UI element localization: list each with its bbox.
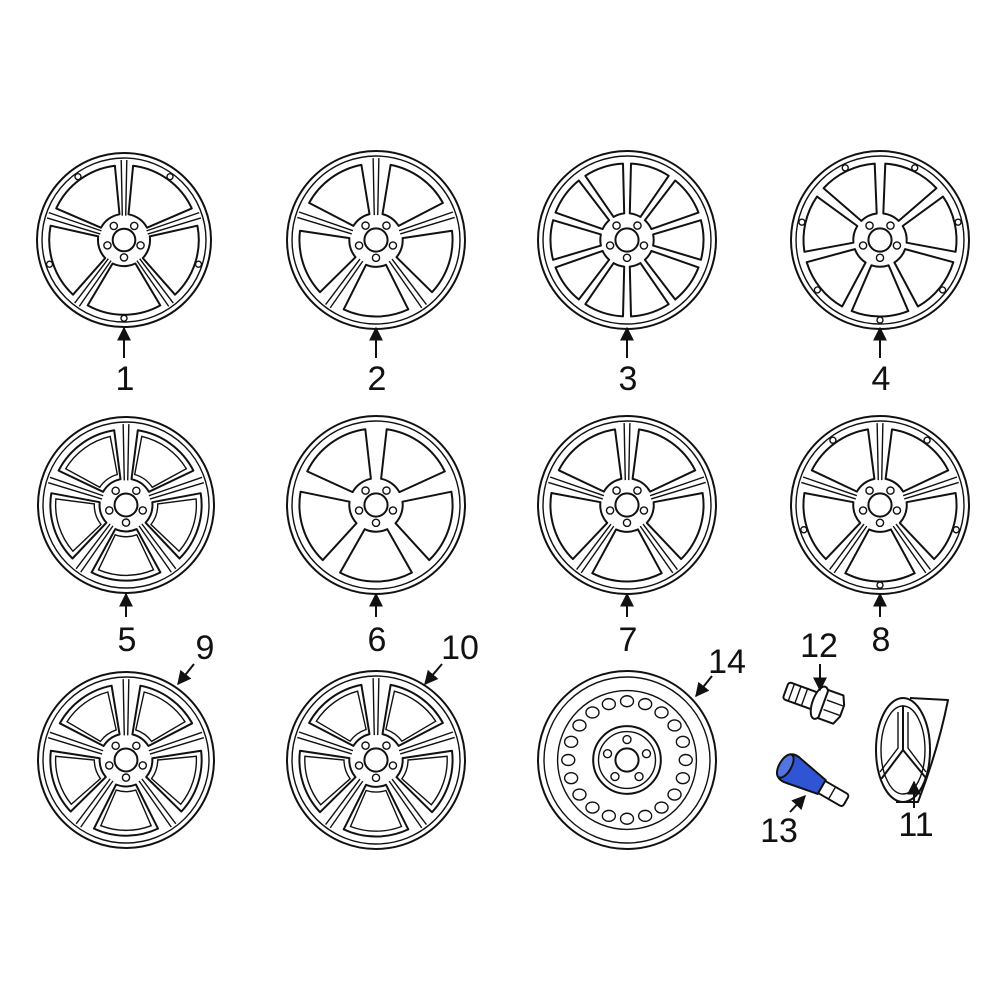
leader-arrows — [117, 326, 921, 813]
valve-stem-drawing[interactable] — [773, 750, 853, 813]
part-label-14[interactable]: 14 — [708, 643, 746, 681]
wheel-9-drawing[interactable] — [37, 671, 215, 849]
arrow-14 — [695, 675, 713, 698]
wheel-6-drawing[interactable] — [286, 415, 466, 595]
wheel-7-drawing[interactable] — [537, 415, 717, 595]
wheel-bolt-drawing[interactable] — [780, 674, 848, 726]
arrow-13 — [789, 794, 806, 813]
part-label-8[interactable]: 8 — [872, 621, 891, 659]
wheel-8-drawing[interactable] — [790, 415, 970, 595]
part-label-13[interactable]: 13 — [760, 812, 798, 850]
part-label-9[interactable]: 9 — [196, 629, 215, 667]
part-labels: 1 2 3 4 5 6 7 8 9 10 14 12 13 11 — [116, 360, 934, 850]
wheel-3-drawing[interactable] — [537, 150, 717, 330]
center-cap-drawing[interactable] — [875, 697, 949, 803]
wheel-2-drawing[interactable] — [286, 150, 466, 330]
wheel-10-drawing[interactable] — [286, 670, 466, 850]
part-label-1[interactable]: 1 — [116, 360, 135, 398]
arrow-10 — [424, 663, 443, 686]
part-label-2[interactable]: 2 — [368, 360, 387, 398]
part-label-11[interactable]: 11 — [898, 806, 933, 844]
wheel-4-drawing[interactable] — [790, 150, 970, 330]
wheel-1-drawing[interactable] — [36, 152, 212, 328]
part-label-4[interactable]: 4 — [872, 360, 891, 398]
part-label-6[interactable]: 6 — [368, 621, 387, 659]
arrow-9 — [177, 663, 195, 686]
wheels-layer — [36, 150, 970, 850]
spare-wheel-drawing[interactable] — [537, 670, 717, 850]
wheel-5-drawing[interactable] — [37, 416, 215, 594]
part-label-7[interactable]: 7 — [619, 621, 638, 659]
part-label-10[interactable]: 10 — [441, 629, 479, 667]
part-label-5[interactable]: 5 — [118, 621, 137, 659]
part-label-3[interactable]: 3 — [619, 360, 638, 398]
part-label-12[interactable]: 12 — [800, 627, 838, 665]
